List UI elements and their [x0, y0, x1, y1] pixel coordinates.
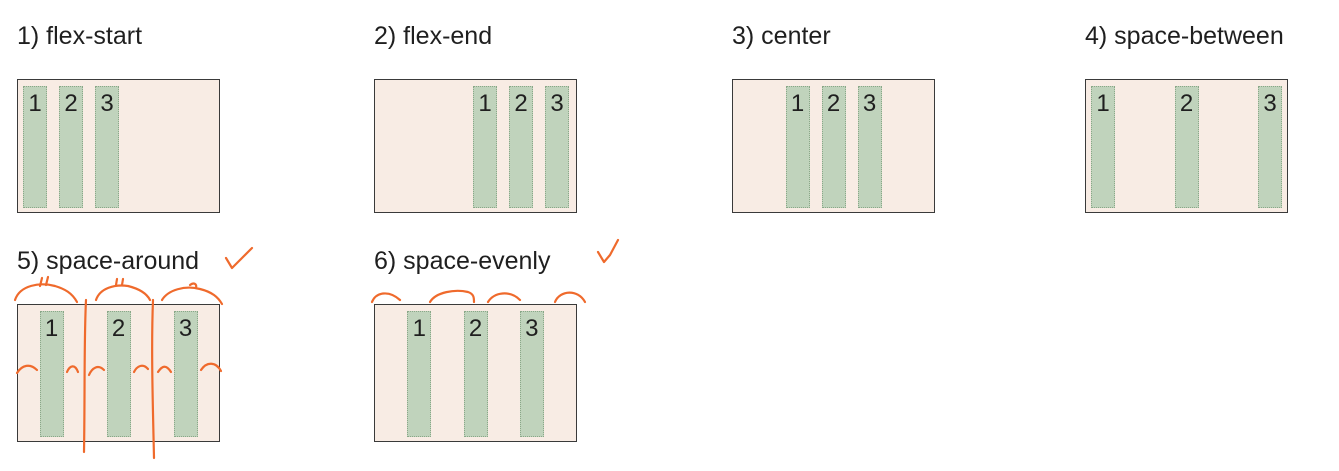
flex-item: 1 — [1091, 86, 1115, 208]
flex-item: 3 — [1258, 86, 1282, 208]
flex-container: 1 2 3 — [17, 304, 220, 442]
spacing-arc — [13, 283, 79, 304]
spacing-arc — [370, 292, 402, 304]
spacing-arc — [160, 286, 224, 306]
flex-container: 1 2 3 — [374, 304, 577, 442]
flex-item: 3 — [95, 86, 119, 208]
flex-item: 2 — [509, 86, 533, 208]
spacing-arc — [94, 284, 152, 302]
flex-item: 1 — [785, 86, 810, 208]
flex-container: 1 2 3 — [732, 79, 935, 213]
demo-title: 2) flex-end — [374, 22, 493, 50]
flex-item: 1 — [23, 86, 47, 208]
flex-container: 1 2 3 — [1085, 79, 1288, 213]
flex-item: 2 — [106, 311, 131, 437]
demo-title: 3) center — [732, 22, 831, 50]
flex-item: 2 — [59, 86, 83, 208]
spacing-arc — [486, 292, 522, 304]
demo-title: 1) flex-start — [17, 22, 143, 50]
spacing-tick — [188, 282, 198, 290]
demo-title: 5) space-around — [17, 247, 200, 275]
flex-item: 1 — [407, 311, 432, 437]
spacing-arc — [428, 289, 476, 304]
flex-item: 1 — [473, 86, 497, 208]
flex-item: 3 — [545, 86, 569, 208]
flex-item: 3 — [173, 311, 198, 437]
flex-item: 2 — [1174, 86, 1199, 208]
checkmark-icon — [596, 238, 620, 264]
spacing-arc — [553, 291, 587, 304]
flex-item: 2 — [821, 86, 846, 208]
flex-item: 1 — [39, 311, 64, 437]
flex-item: 2 — [463, 311, 488, 437]
checkmark-icon — [224, 246, 254, 270]
flex-item: 3 — [519, 311, 544, 437]
flex-item: 3 — [857, 86, 882, 208]
demo-title: 4) space-between — [1085, 22, 1284, 50]
flex-container: 1 2 3 — [17, 79, 220, 213]
flex-container: 1 2 3 — [374, 79, 577, 213]
spacing-tick — [38, 275, 50, 288]
spacing-tick — [114, 277, 125, 287]
demo-title: 6) space-evenly — [374, 247, 551, 275]
